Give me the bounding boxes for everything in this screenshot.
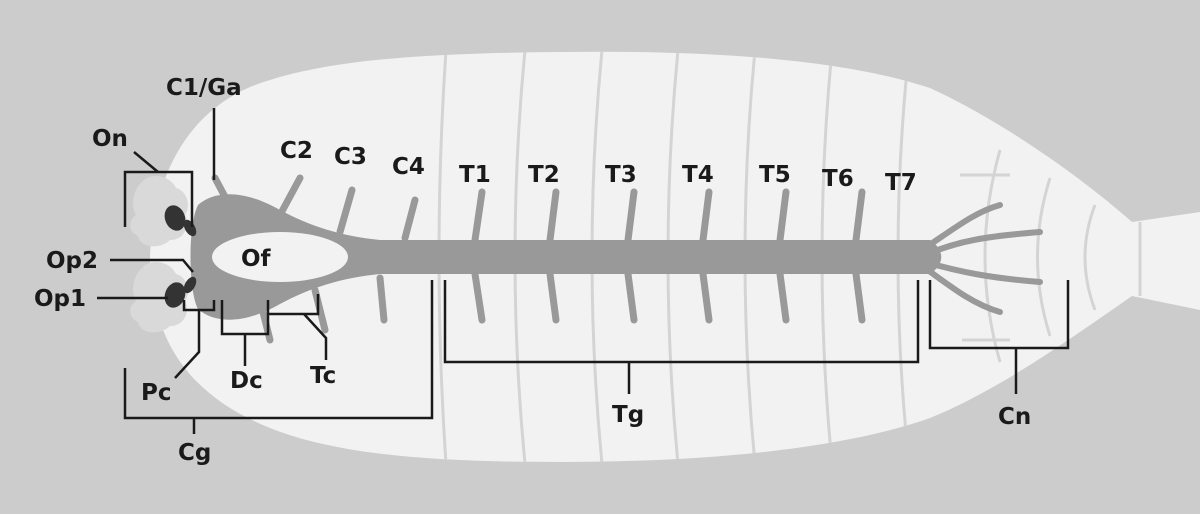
label-t6: T6 xyxy=(822,166,854,192)
label-dc: Dc xyxy=(230,368,263,394)
label-pc: Pc xyxy=(141,380,172,406)
label-tc: Tc xyxy=(310,363,336,389)
label-op1: Op1 xyxy=(34,286,86,312)
label-c1-ga: C1/Ga xyxy=(166,75,242,101)
label-cn: Cn xyxy=(998,404,1031,430)
label-c4: C4 xyxy=(392,154,425,180)
leader-lines xyxy=(97,108,1070,434)
label-cg: Cg xyxy=(178,440,211,466)
nervous-system xyxy=(190,174,1043,344)
label-of: Of xyxy=(241,246,272,272)
label-t1: T1 xyxy=(459,162,491,188)
label-t2: T2 xyxy=(528,162,560,188)
label-on: On xyxy=(92,126,128,152)
label-op2: Op2 xyxy=(46,248,98,274)
label-t3: T3 xyxy=(605,162,637,188)
label-t5: T5 xyxy=(759,162,791,188)
label-t4: T4 xyxy=(682,162,714,188)
label-c3: C3 xyxy=(334,144,367,170)
label-t7: T7 xyxy=(885,170,917,196)
label-c2: C2 xyxy=(280,138,313,164)
label-tg: Tg xyxy=(612,402,644,428)
optic-foramen xyxy=(212,232,348,282)
